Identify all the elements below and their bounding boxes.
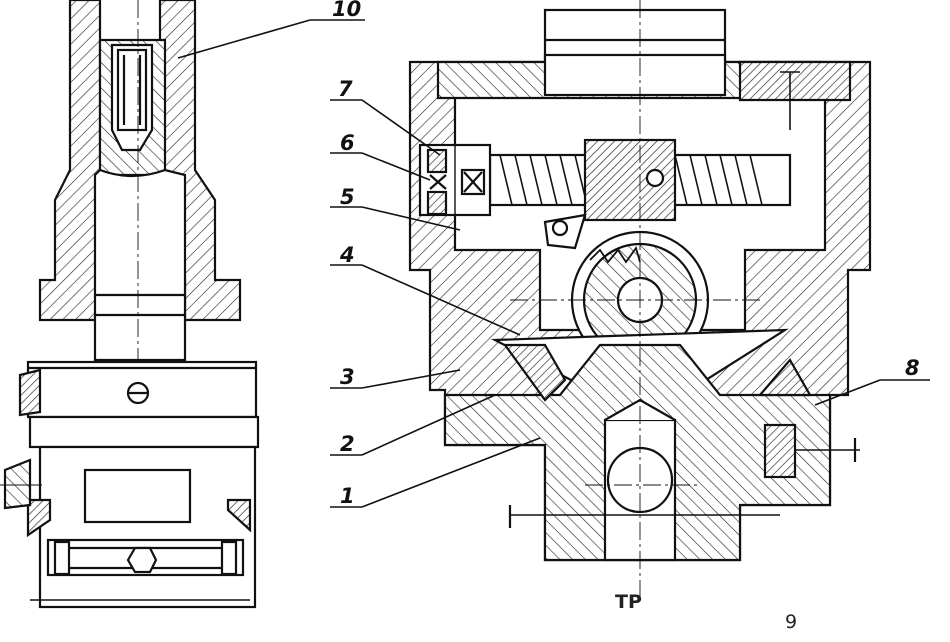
dial: [3, 458, 32, 510]
page-number: 9: [785, 611, 797, 633]
nut-pin: [645, 168, 665, 188]
stamp-text: ТР: [615, 591, 642, 613]
callout-6: 6: [340, 131, 355, 155]
clamp-screw: [763, 423, 797, 479]
callout-7: 7: [338, 77, 353, 101]
head-block: [26, 360, 258, 419]
callout-8: 8: [905, 356, 920, 380]
callouts: 10 7 6 5 4 3 2 1 8: [332, 0, 920, 508]
callout-1: 1: [340, 484, 355, 508]
v-prism: [502, 343, 567, 402]
callout-2: 2: [340, 432, 355, 456]
left-side-view: [0, 0, 260, 609]
callout-5: 5: [340, 185, 355, 209]
top-boss: [543, 8, 727, 62]
callout-4: 4: [339, 243, 355, 267]
shaft: [93, 168, 187, 362]
bore-insert: [116, 48, 148, 132]
callout-3: 3: [340, 365, 355, 389]
hex-nut: [126, 546, 158, 574]
leader-lines: [177, 19, 930, 508]
callout-10: 10: [332, 0, 361, 21]
right-section-view: [408, 0, 872, 600]
head-lower: [28, 415, 260, 449]
